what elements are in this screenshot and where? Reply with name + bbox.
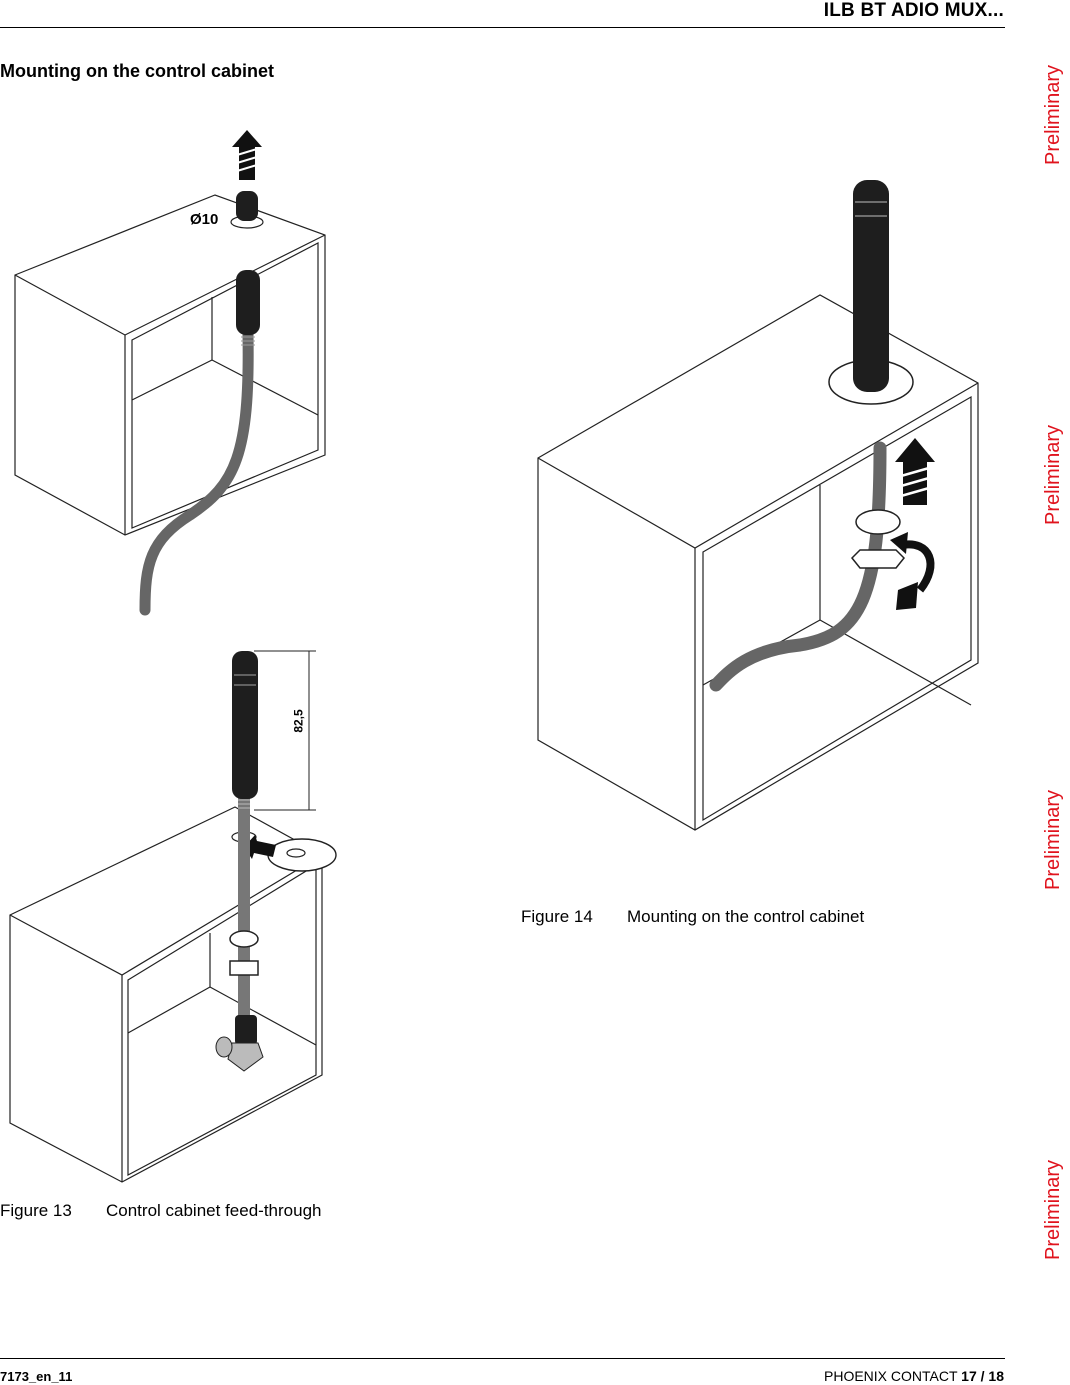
length-label: 82,5 — [291, 709, 306, 733]
figure-13-text: Control cabinet feed-through — [106, 1201, 322, 1220]
watermark-preliminary: Preliminary — [1042, 1159, 1064, 1260]
figure-14-caption: Figure 14 Mounting on the control cabinet — [521, 907, 864, 927]
footer-page-info: PHOENIX CONTACT 17 / 18 — [824, 1368, 1004, 1384]
company-name: PHOENIX CONTACT — [824, 1368, 958, 1384]
watermark-preliminary: Preliminary — [1042, 424, 1064, 525]
watermark-preliminary: Preliminary — [1042, 789, 1064, 890]
page-number: 17 / 18 — [961, 1368, 1004, 1384]
figure-13-top-illustration — [14, 130, 326, 616]
figure-14-illustration — [537, 180, 979, 831]
document-title: ILB BT ADIO MUX... — [823, 0, 1004, 21]
watermark-preliminary: Preliminary — [1042, 64, 1064, 165]
figure-13-bottom-illustration — [9, 650, 337, 1183]
header-rule — [0, 27, 1005, 28]
section-heading: Mounting on the control cabinet — [0, 61, 274, 81]
figure-14-number: Figure 14 — [521, 907, 593, 926]
figure-13-number: Figure 13 — [0, 1201, 72, 1220]
figure-14-text: Mounting on the control cabinet — [627, 907, 865, 926]
document-code: 7173_en_11 — [0, 1369, 73, 1384]
diameter-label: Ø10 — [190, 211, 219, 228]
footer-rule — [0, 1358, 1005, 1359]
figure-13-caption: Figure 13 Control cabinet feed-through — [0, 1201, 321, 1221]
